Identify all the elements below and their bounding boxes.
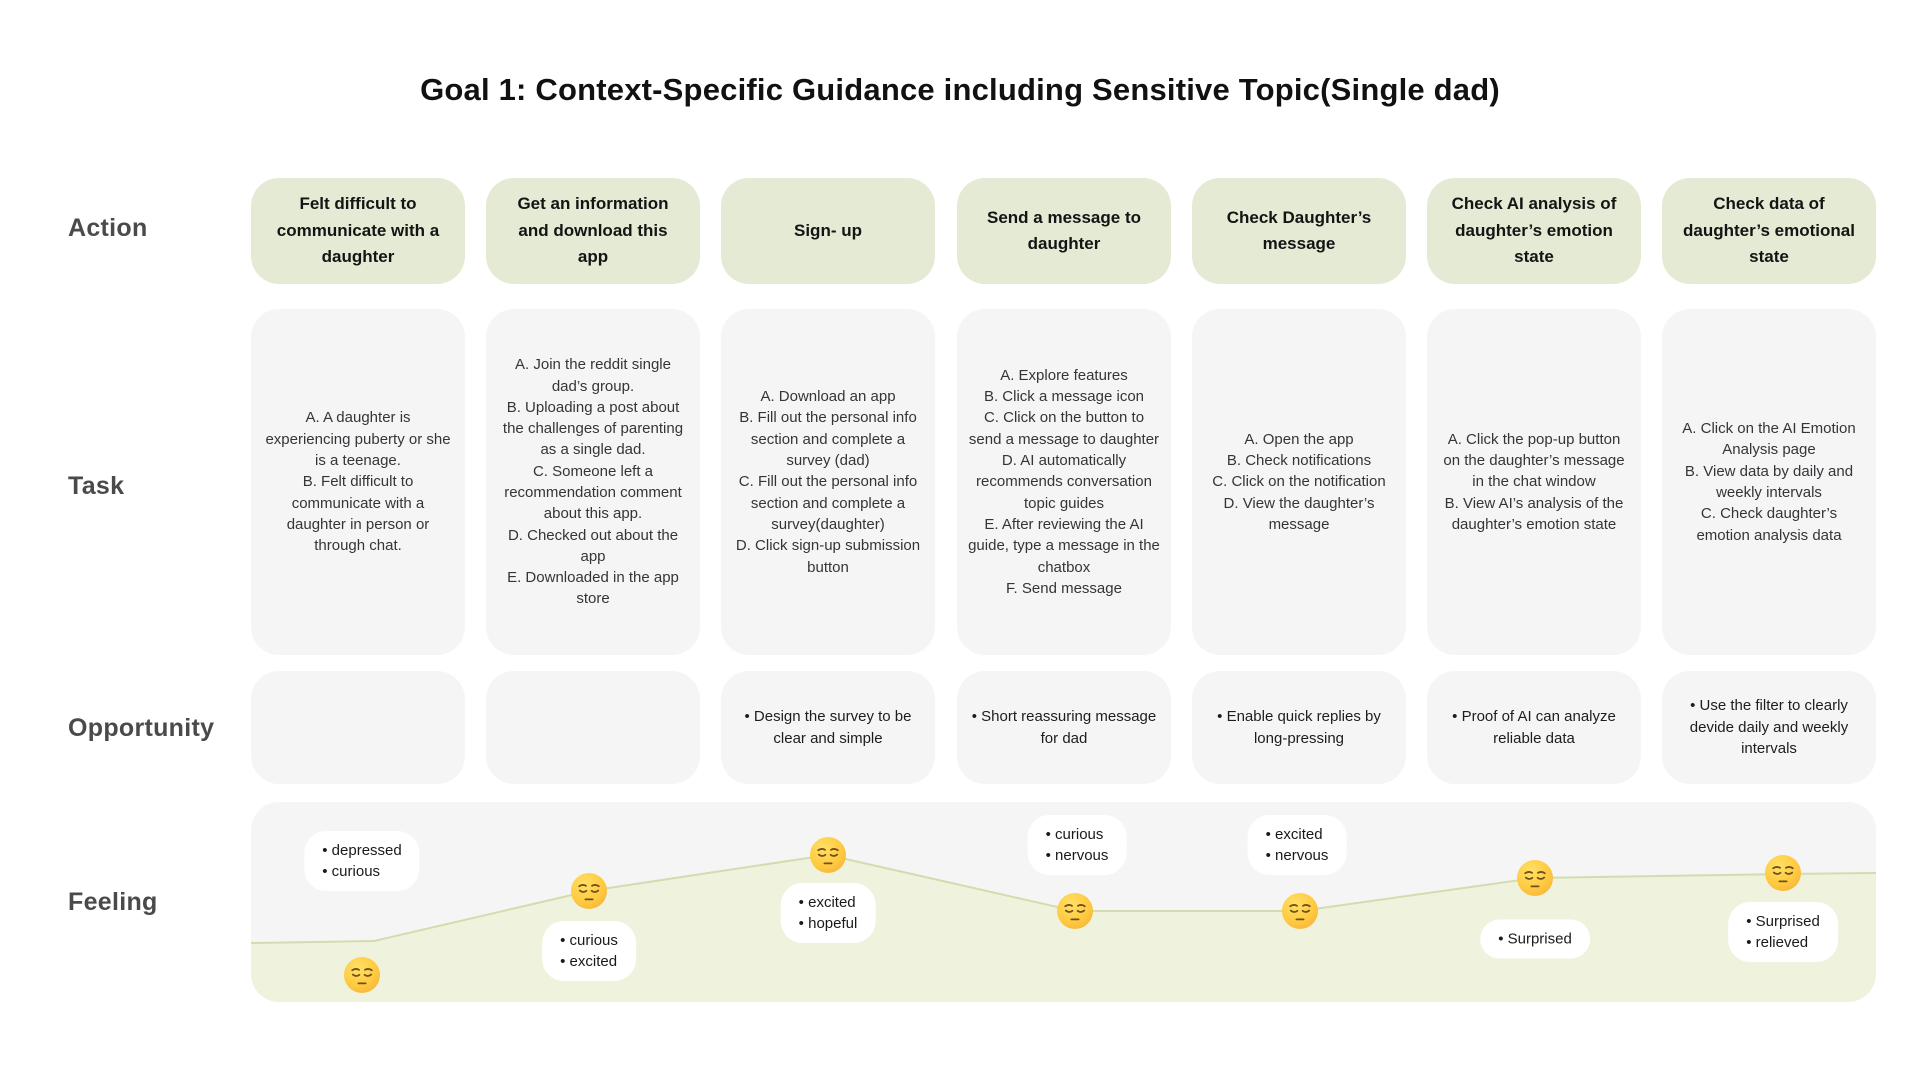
list-item: E. Downloaded in the app store <box>507 569 679 608</box>
list-item: A. Download an app <box>760 388 896 406</box>
pensive-face-emoji <box>810 837 846 873</box>
opportunity-cell-6: • Proof of AI can analyze reliable data <box>1427 671 1641 784</box>
list-item: F. Send message <box>1006 579 1122 597</box>
task-cell-2: A. Join the reddit single dad’s group.B.… <box>486 309 700 655</box>
list-item: C. Someone left a recommendation comment… <box>504 462 682 523</box>
task-cell-1: A. A daughter is experiencing puberty or… <box>251 309 465 655</box>
mood-bubble-1: • depressed • curious <box>304 831 420 891</box>
page-title: Goal 1: Context-Specific Guidance includ… <box>420 72 1500 107</box>
opportunity-cell-2 <box>486 671 700 784</box>
list-item: • Surprised <box>1498 930 1572 948</box>
stage-header-3: Sign- up <box>721 178 935 284</box>
list-item: C. Click on the button to send a message… <box>968 409 1160 448</box>
list-item: B. Felt difficult to communicate with a … <box>286 473 430 555</box>
mood-bubble-5: • excited • nervous <box>1247 815 1347 875</box>
row-label-task: Task <box>68 472 125 500</box>
list-item: B. View AI’s analysis of the daughter’s … <box>1444 494 1624 533</box>
list-item: C. Fill out the personal info section an… <box>738 473 918 533</box>
list-item: D. AI automatically recommends conversat… <box>976 452 1152 512</box>
stage-header-7: Check data of daughter’s emotional state <box>1662 178 1876 284</box>
opportunity-cell-7: • Use the filter to clearly devide daily… <box>1662 671 1876 784</box>
list-item: • Short reassuring message for dad <box>971 707 1157 747</box>
list-item: A. Click on the AI Emotion Analysis page <box>1682 420 1856 459</box>
list-item: • excited <box>560 953 618 970</box>
opportunity-cell-4: • Short reassuring message for dad <box>957 671 1171 784</box>
row-label-feeling: Feeling <box>68 888 158 916</box>
list-item: B. Fill out the personal info section an… <box>739 409 917 470</box>
list-item: D. Click sign-up submission button <box>735 537 921 576</box>
mood-bubble-3: • excited • hopeful <box>780 883 876 943</box>
task-cell-6: A. Click the pop-up button on the daught… <box>1427 309 1641 655</box>
list-item: • excited <box>798 894 856 911</box>
row-label-action: Action <box>68 214 148 242</box>
list-item: C. Click on the notification <box>1212 473 1386 491</box>
pensive-face-emoji <box>344 957 380 993</box>
list-item: • curious <box>322 863 381 880</box>
list-item: B. Check notifications <box>1226 452 1372 470</box>
list-item: • nervous <box>1265 847 1329 864</box>
pensive-face-emoji <box>1765 855 1801 891</box>
list-item: A. A daughter is experiencing puberty or… <box>265 409 451 470</box>
list-item: • hopeful <box>798 915 858 932</box>
pensive-face-emoji <box>1057 893 1093 929</box>
mood-bubble-6: • Surprised <box>1480 919 1590 959</box>
list-item: • Enable quick replies by long-pressing <box>1217 707 1381 747</box>
list-item: D. View the daughter’s message <box>1223 494 1375 533</box>
stage-header-1: Felt difficult to communicate with a dau… <box>251 178 465 284</box>
row-label-opportunity: Opportunity <box>68 714 215 742</box>
list-item: • excited <box>1265 826 1323 843</box>
stage-header-5: Check Daughter’s message <box>1192 178 1406 284</box>
pensive-face-emoji <box>1282 893 1318 929</box>
list-item: B. View data by daily and weekly interva… <box>1684 462 1854 501</box>
list-item: A. Join the reddit single dad’s group. <box>515 356 671 395</box>
list-item: • Use the filter to clearly devide daily… <box>1689 696 1849 758</box>
list-item: A. Explore features <box>1000 366 1128 384</box>
mood-bubble-7: • Surprised • relieved <box>1728 902 1838 962</box>
opportunity-cell-1 <box>251 671 465 784</box>
list-item: • Surprised <box>1746 913 1820 930</box>
list-item: • relieved <box>1746 934 1809 951</box>
stage-header-4: Send a message to daughter <box>957 178 1171 284</box>
list-item: B. Click a message icon <box>983 388 1145 406</box>
list-item: • curious <box>1045 826 1104 843</box>
task-cell-4: A. Explore features B. Click a message ic… <box>957 309 1171 655</box>
feeling-curve-area <box>251 855 1876 1002</box>
list-item: E. After reviewing the AI guide, type a … <box>968 515 1160 576</box>
opportunity-cell-5: • Enable quick replies by long-pressing <box>1192 671 1406 784</box>
task-cell-5: A. Open the app B. Check notifications C. … <box>1192 309 1406 655</box>
list-item: C. Check daughter’s emotion analysis dat… <box>1696 505 1842 544</box>
list-item: B. Uploading a post about the challenges… <box>502 398 684 459</box>
feeling-band: • depressed • curious • curious • excited … <box>251 802 1876 1002</box>
mood-bubble-4: • curious • nervous <box>1027 815 1127 875</box>
list-item: • Design the survey to be clear and simp… <box>744 707 912 747</box>
stage-header-2: Get an information and download this app <box>486 178 700 284</box>
list-item: A. Open the app <box>1244 430 1354 448</box>
task-cell-3: A. Download an app B. Fill out the person… <box>721 309 935 655</box>
opportunity-cell-3: • Design the survey to be clear and simp… <box>721 671 935 784</box>
pensive-face-emoji <box>1517 860 1553 896</box>
pensive-face-emoji <box>571 873 607 909</box>
list-item: • nervous <box>1045 847 1109 864</box>
list-item: A. Click the pop-up button on the daught… <box>1443 430 1625 491</box>
mood-bubble-2: • curious • excited <box>542 921 636 981</box>
list-item: D. Checked out about the app <box>507 526 679 565</box>
list-item: • curious <box>560 932 618 949</box>
task-cell-7: A. Click on the AI Emotion Analysis page… <box>1662 309 1876 655</box>
stage-header-6: Check AI analysis of daughter’s emotion … <box>1427 178 1641 284</box>
list-item: • depressed <box>322 842 402 859</box>
list-item: • Proof of AI can analyze reliable data <box>1452 707 1616 747</box>
